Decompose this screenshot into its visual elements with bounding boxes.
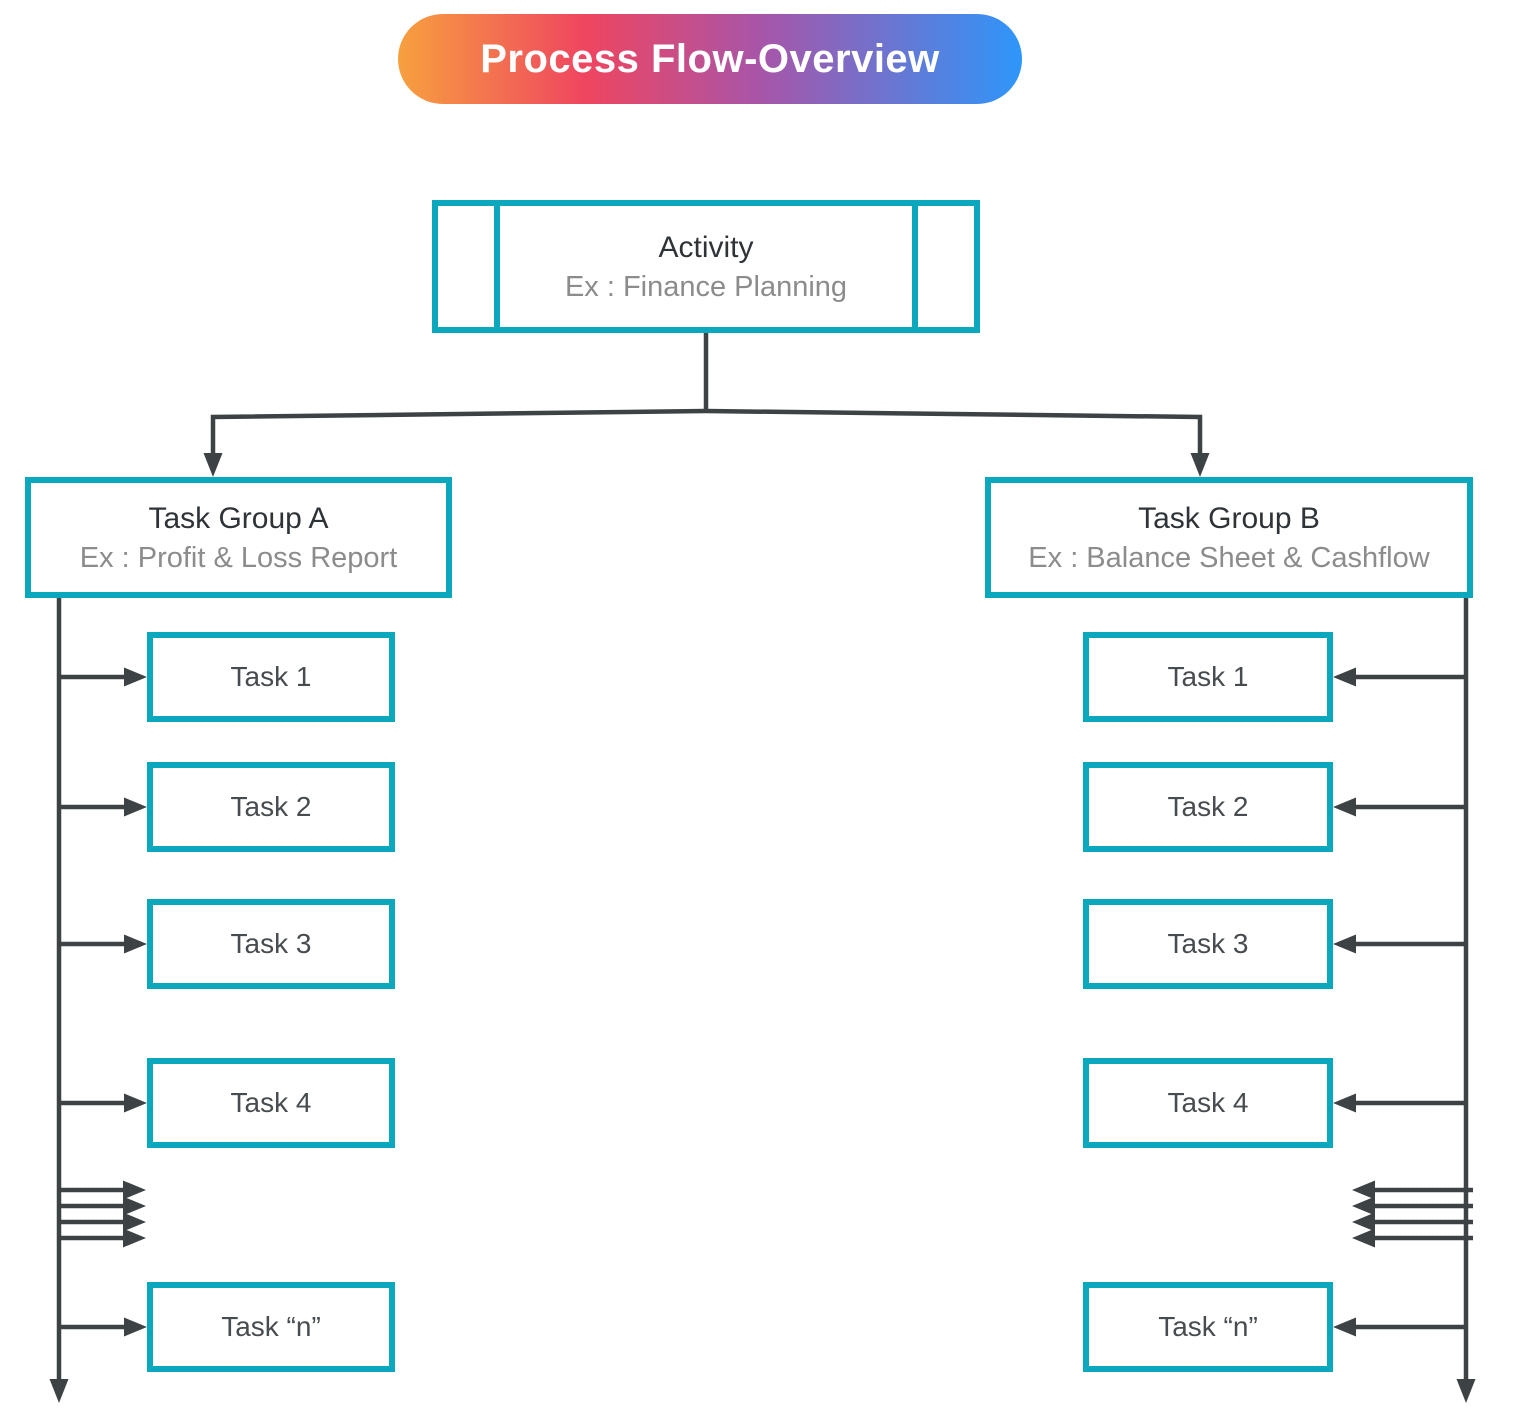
right-multi-arrows bbox=[1352, 1180, 1473, 1248]
task-label: Task 4 bbox=[1167, 1087, 1249, 1118]
right-trunk-connector bbox=[1333, 598, 1476, 1403]
task-label: Task 3 bbox=[230, 928, 312, 959]
subprocess-left-bar-icon bbox=[494, 205, 500, 328]
arrow-right-icon bbox=[123, 1228, 146, 1248]
task-group-a-node: Task Group A Ex : Profit & Loss Report bbox=[25, 477, 452, 598]
group-a-label: Task Group A bbox=[148, 501, 329, 535]
task-group-b-node: Task Group B Ex : Balance Sheet & Cashfl… bbox=[985, 477, 1473, 598]
left-trunk-connector bbox=[49, 598, 147, 1403]
task-label: Task 1 bbox=[230, 661, 312, 692]
task-node-bn: Task “n” bbox=[1083, 1282, 1333, 1372]
task-node-an: Task “n” bbox=[147, 1282, 395, 1372]
arrow-down-icon bbox=[1190, 453, 1210, 477]
arrow-right-icon bbox=[124, 797, 147, 817]
arrow-right-icon bbox=[124, 934, 147, 954]
arrow-down-icon bbox=[203, 453, 223, 477]
task-node-b1: Task 1 bbox=[1083, 632, 1333, 722]
task-node-b2: Task 2 bbox=[1083, 762, 1333, 852]
arrow-left-icon bbox=[1333, 1093, 1356, 1113]
arrow-right-icon bbox=[123, 1196, 146, 1216]
arrow-left-icon bbox=[1352, 1180, 1375, 1200]
connector-activity-to-groups bbox=[203, 333, 1210, 477]
arrow-down-icon bbox=[49, 1379, 69, 1403]
task-label: Task 2 bbox=[230, 791, 312, 822]
task-label: Task 4 bbox=[230, 1087, 312, 1118]
arrow-left-icon bbox=[1333, 1317, 1356, 1337]
activity-label: Activity bbox=[658, 230, 754, 264]
arrow-left-icon bbox=[1352, 1212, 1375, 1232]
arrow-down-icon bbox=[1456, 1379, 1476, 1403]
task-label: Task 2 bbox=[1167, 791, 1249, 822]
activity-example: Ex : Finance Planning bbox=[564, 270, 848, 303]
task-node-a1: Task 1 bbox=[147, 632, 395, 722]
group-b-example: Ex : Balance Sheet & Cashflow bbox=[1028, 541, 1430, 574]
arrow-left-icon bbox=[1352, 1196, 1375, 1216]
task-label: Task 1 bbox=[1167, 661, 1249, 692]
title-pill: Process Flow-Overview bbox=[398, 14, 1022, 104]
arrow-left-icon bbox=[1333, 667, 1356, 687]
group-b-label: Task Group B bbox=[1138, 501, 1320, 535]
arrow-right-icon bbox=[124, 667, 147, 687]
arrow-left-icon bbox=[1333, 934, 1356, 954]
activity-node: Activity Ex : Finance Planning bbox=[432, 200, 980, 333]
task-node-a4: Task 4 bbox=[147, 1058, 395, 1148]
task-node-a3: Task 3 bbox=[147, 899, 395, 989]
arrow-right-icon bbox=[124, 1093, 147, 1113]
arrow-right-icon bbox=[123, 1212, 146, 1232]
page-title: Process Flow-Overview bbox=[480, 36, 940, 81]
task-node-b3: Task 3 bbox=[1083, 899, 1333, 989]
arrow-right-icon bbox=[123, 1180, 146, 1200]
left-multi-arrows bbox=[59, 1180, 146, 1248]
task-label: Task “n” bbox=[221, 1311, 321, 1342]
arrow-right-icon bbox=[124, 1317, 147, 1337]
task-node-b4: Task 4 bbox=[1083, 1058, 1333, 1148]
group-a-example: Ex : Profit & Loss Report bbox=[79, 541, 398, 574]
subprocess-right-bar-icon bbox=[912, 205, 918, 328]
task-label: Task 3 bbox=[1167, 928, 1249, 959]
arrow-left-icon bbox=[1333, 797, 1356, 817]
arrow-left-icon bbox=[1352, 1228, 1375, 1248]
task-label: Task “n” bbox=[1158, 1311, 1258, 1342]
task-node-a2: Task 2 bbox=[147, 762, 395, 852]
